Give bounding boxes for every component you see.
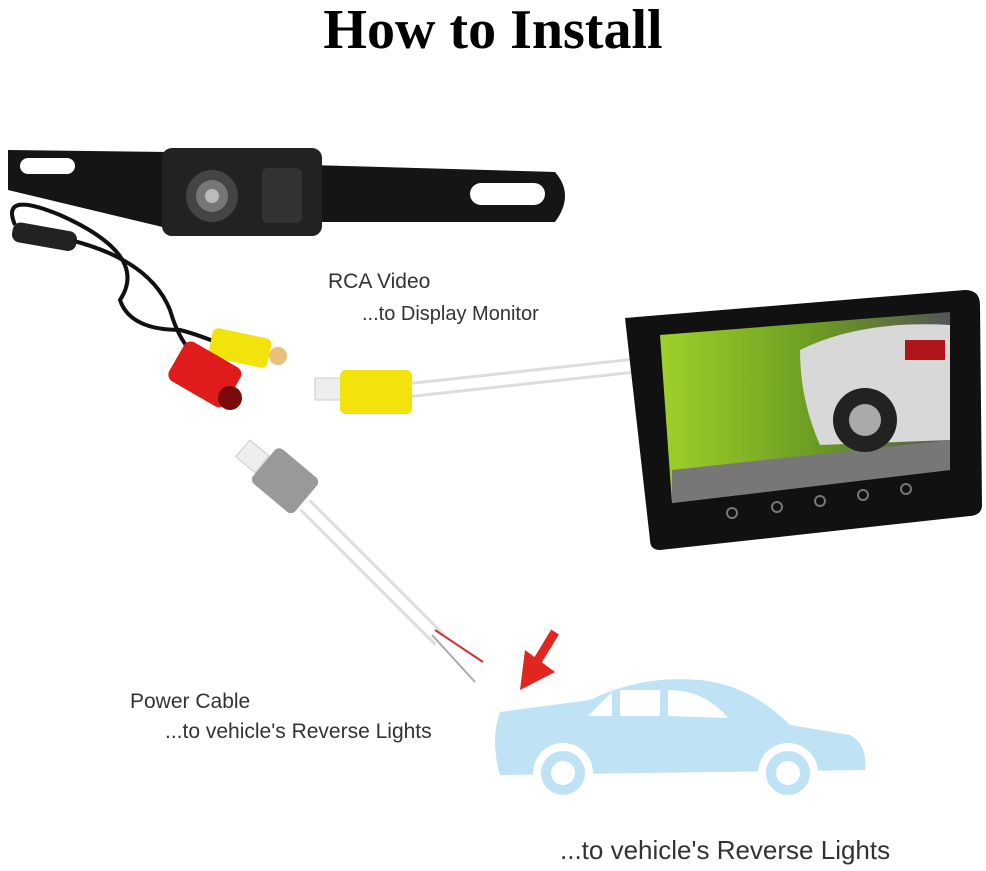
car-reverse-lights-label: ...to vehicle's Reverse Lights (560, 835, 891, 865)
license-plate-camera (8, 148, 565, 236)
page-title: How to Install (323, 0, 663, 61)
power-cable-label: Power Cable (130, 690, 251, 713)
display-monitor (625, 290, 982, 550)
rca-video-label: RCA Video (328, 270, 431, 293)
rca-plug-camera (208, 328, 287, 368)
power-plug-camera (168, 341, 242, 410)
red-arrow-icon (520, 629, 559, 690)
power-cable-sublabel: ...to vehicle's Reverse Lights (165, 720, 432, 743)
power-extension-cable (235, 439, 484, 683)
car-icon (495, 679, 866, 803)
rca-video-sublabel: ...to Display Monitor (362, 303, 539, 325)
